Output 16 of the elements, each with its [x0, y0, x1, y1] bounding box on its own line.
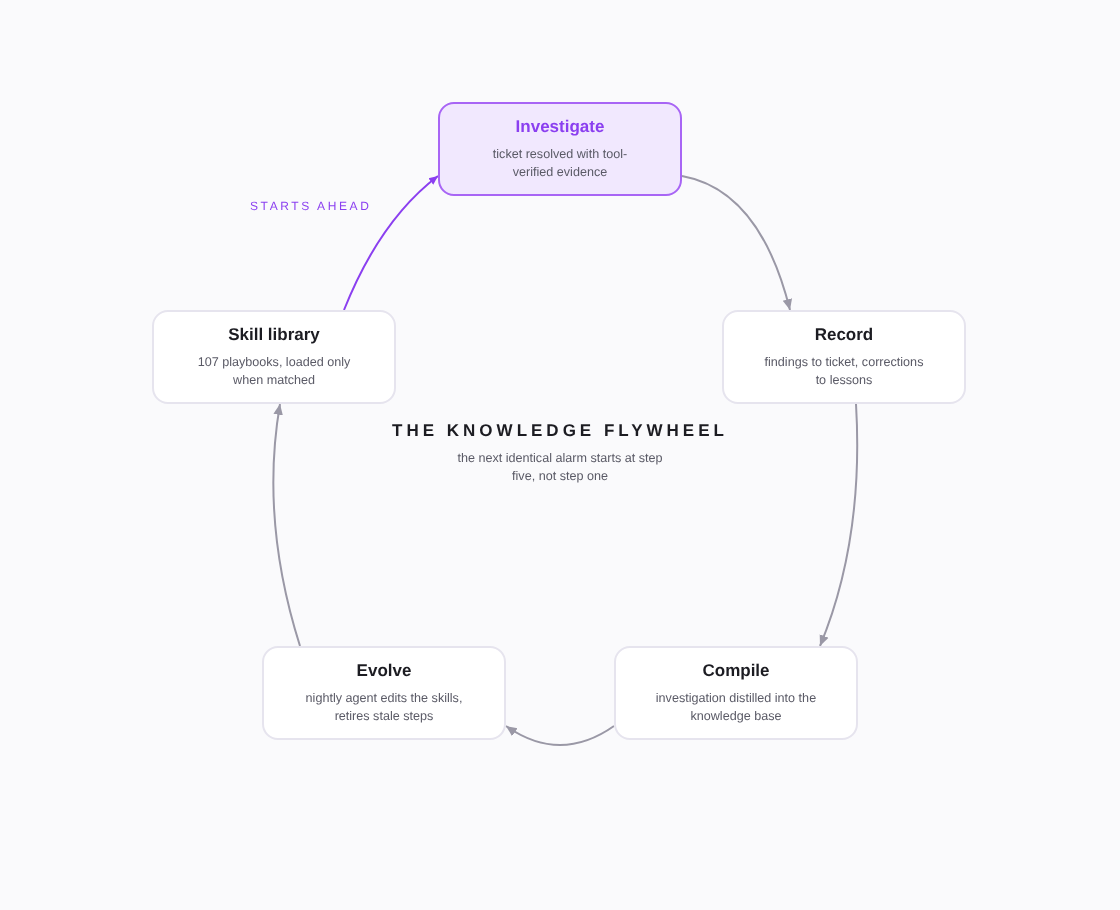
- diagram-title: THE KNOWLEDGE FLYWHEEL: [390, 420, 730, 440]
- arrow: [272, 403, 301, 647]
- step-title: Compile: [702, 659, 770, 680]
- arrow: [681, 175, 792, 311]
- step-card: [152, 310, 396, 404]
- step-card: [614, 646, 858, 740]
- arrow: [505, 725, 615, 746]
- step-card: [722, 310, 966, 404]
- step-card: [438, 102, 682, 196]
- step-title: Investigate: [515, 115, 605, 136]
- step-title: Record: [814, 323, 874, 344]
- step-card: [262, 646, 506, 740]
- step-title: Skill library: [228, 323, 320, 344]
- step-title: Evolve: [356, 659, 412, 680]
- arrow: [343, 175, 439, 311]
- arrow: [819, 403, 859, 647]
